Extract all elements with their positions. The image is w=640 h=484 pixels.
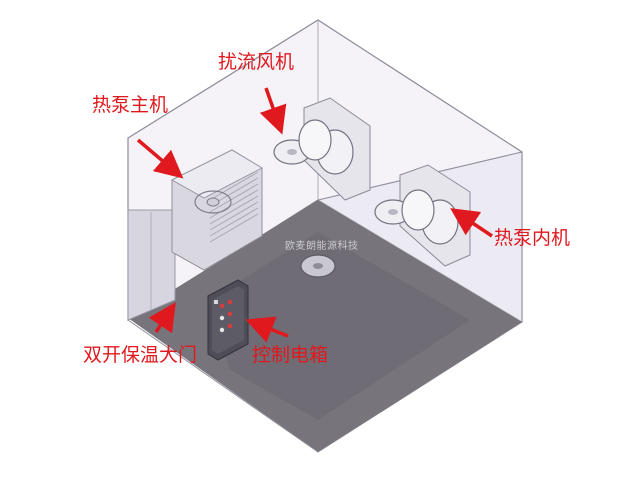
label-circulation-fan: 扰流风机 bbox=[218, 51, 295, 73]
arrow-heat-pump-indoor bbox=[450, 208, 493, 238]
arrow-circulation-fan bbox=[259, 87, 287, 135]
label-double-insulated-door: 双开保温大门 bbox=[83, 344, 198, 366]
floor-fan bbox=[300, 254, 336, 278]
label-heat-pump-indoor: 热泵内机 bbox=[494, 227, 571, 249]
control-box bbox=[207, 279, 249, 361]
arrow-insulated-door bbox=[148, 302, 176, 334]
arrow-control-box bbox=[245, 316, 289, 343]
label-control-box: 控制电箱 bbox=[252, 344, 329, 366]
heat-pump-main-unit bbox=[171, 149, 263, 271]
watermark-text: 欧麦朗能源科技 bbox=[285, 241, 359, 252]
label-heat-pump-main: 热泵主机 bbox=[92, 94, 169, 116]
arrow-heat-pump-main bbox=[136, 138, 184, 179]
circulation-fan-unit bbox=[273, 97, 371, 201]
heat-pump-indoor-unit bbox=[374, 164, 471, 267]
